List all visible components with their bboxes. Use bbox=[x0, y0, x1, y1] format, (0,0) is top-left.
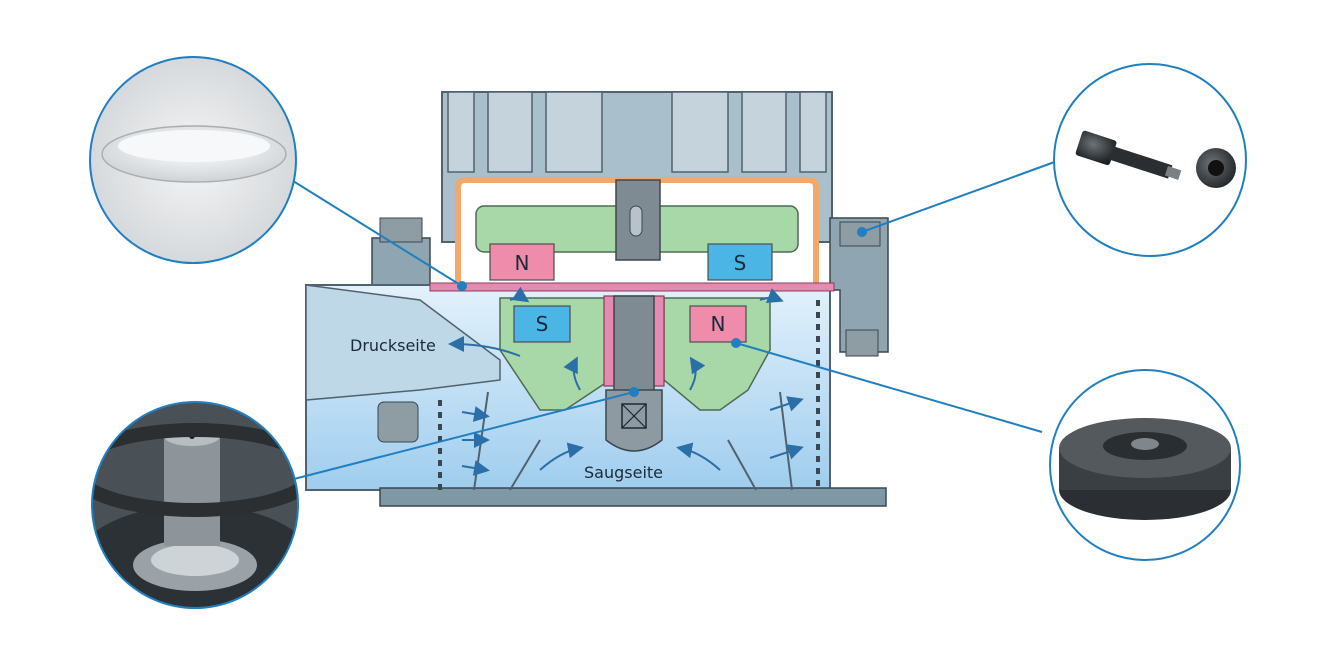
pressure-side-label: Druckseite bbox=[350, 336, 436, 355]
magnet-n-lower: N bbox=[711, 312, 726, 336]
leader-lines bbox=[284, 159, 1061, 481]
magnet-s-lower: S bbox=[536, 312, 549, 336]
impeller: S N bbox=[499, 297, 771, 411]
suction-side-label: Saugseite bbox=[584, 463, 663, 482]
leader-dots bbox=[457, 227, 867, 397]
bolt-and-nut-photo bbox=[1053, 63, 1247, 257]
flange-left bbox=[371, 217, 431, 291]
motor-shaft bbox=[615, 179, 661, 261]
motor-housing bbox=[441, 91, 833, 243]
shaft-photo bbox=[91, 401, 299, 609]
ceramic-disc-photo bbox=[89, 56, 297, 264]
magnet-s-upper: S bbox=[734, 251, 747, 275]
impeller-bearing-photo bbox=[1049, 369, 1241, 561]
pump-shaft bbox=[603, 295, 665, 452]
magnet-n-upper: N bbox=[515, 251, 530, 275]
separation-plate bbox=[429, 282, 835, 292]
flange-right bbox=[829, 217, 889, 357]
flow-arrows bbox=[448, 286, 804, 476]
